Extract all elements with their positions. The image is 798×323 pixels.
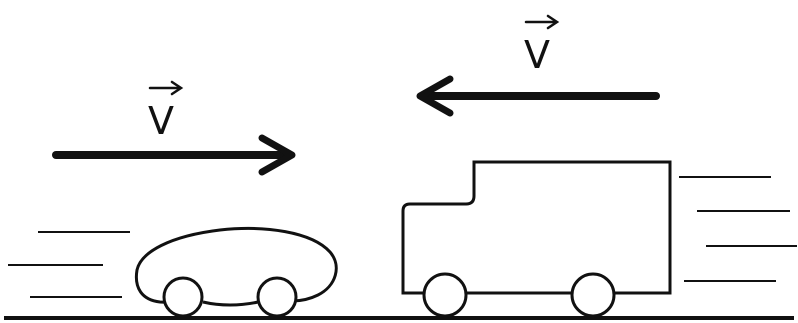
vector-arrow-icon [524,14,560,30]
car-body [134,226,338,305]
car [8,226,338,318]
car-rear-wheel [162,276,204,318]
truck-velocity-arrow [416,75,660,117]
car-front-wheel [256,276,298,318]
car-velocity-arrow [52,134,296,176]
truck [401,160,797,318]
truck-velocity-label: V [524,14,560,77]
car-velocity-label: V [148,80,184,143]
arrow-head [416,75,454,117]
vector-arrow-icon [148,80,184,96]
car-velocity-symbol: V [148,99,174,143]
truck-velocity-symbol: V [524,33,550,77]
arrow-head [258,134,296,176]
car-underside [202,300,259,307]
truck-rear-wheel [570,272,616,318]
truck-front-wheel [422,272,468,318]
truck-motion-lines [679,176,797,282]
truck-body [401,160,672,295]
car-motion-lines [8,231,130,298]
